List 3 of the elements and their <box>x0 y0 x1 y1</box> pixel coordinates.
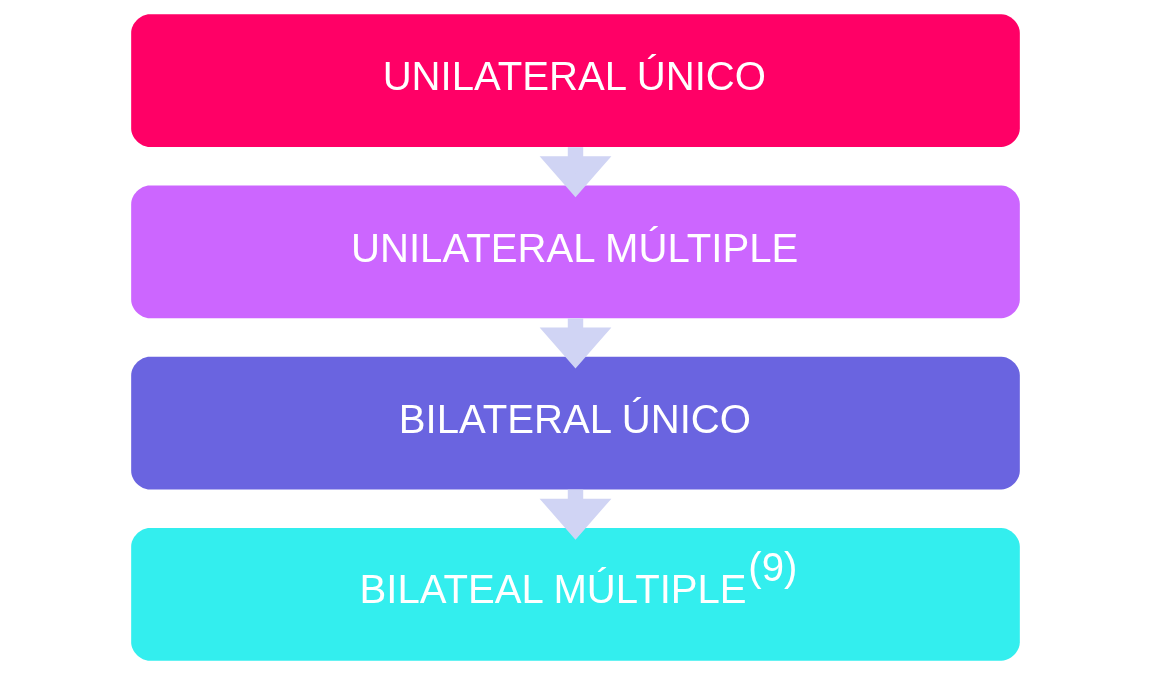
node-box: UNILATERAL MÚLTIPLE <box>130 185 1020 319</box>
node-box: UNILATERAL ÚNICO <box>130 14 1020 147</box>
node-box: BILATERAL ÚNICO <box>130 356 1020 490</box>
